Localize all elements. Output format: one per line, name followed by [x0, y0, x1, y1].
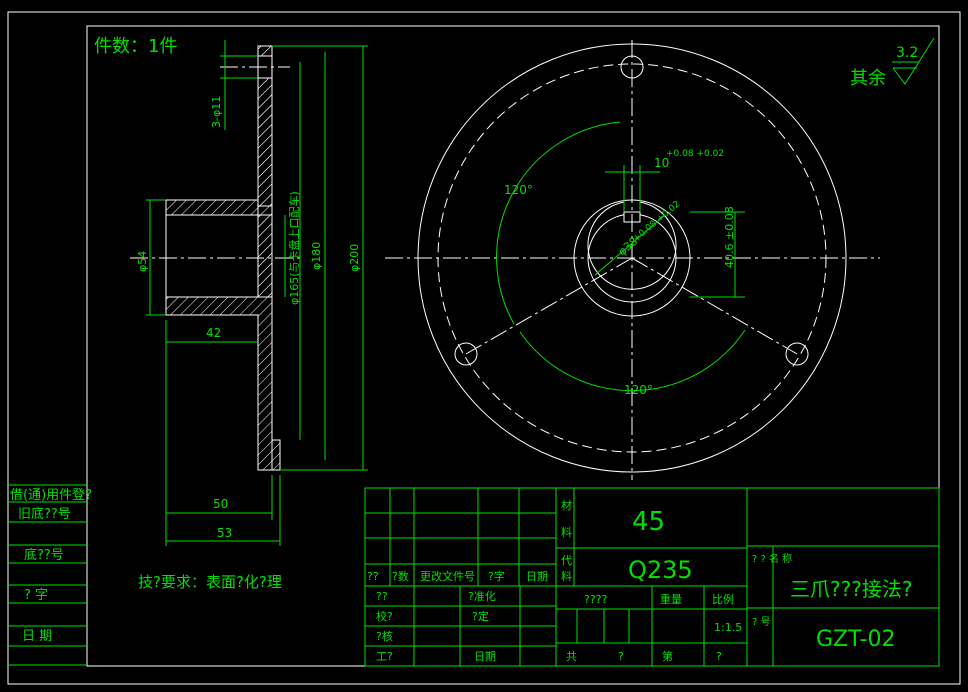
- design-label: ??: [376, 590, 388, 603]
- title-block: 材 料 45 代 料 Q235 ?? ?数 更改文件号 ?字 日期 ?? 校? …: [364, 487, 940, 667]
- dim-key-width: 10: [654, 156, 669, 170]
- check-label: 校?: [376, 609, 393, 623]
- material-value: 45: [632, 507, 665, 537]
- dim-len53: 53: [217, 526, 232, 540]
- part-name: 三爪???接法?: [790, 577, 912, 601]
- angle-b: 120°: [624, 383, 653, 397]
- roughness-rest-label: 其余: [850, 68, 886, 89]
- scale-label: 比例: [712, 592, 734, 606]
- dim-d165: φ165(与卡盘上口配车): [287, 191, 301, 305]
- side-block: 借(通)用件登? 旧底??号 底??号 ? 字 日 期: [8, 484, 92, 666]
- dim-d54: φ54: [136, 251, 149, 272]
- craft-label: 工?: [376, 650, 393, 663]
- side-label-borrowed: 借(通)用件登?: [10, 488, 92, 503]
- material-label-2: 料: [561, 525, 572, 539]
- rev-header-3: ?字: [488, 569, 505, 583]
- date-label: 日期: [474, 650, 496, 663]
- dim-d200: φ200: [348, 244, 361, 272]
- weight-label: 重量: [660, 592, 682, 606]
- section-view: φ54 3-φ11 φ165(与卡盘上口配车) φ180 φ200 42 50 …: [130, 40, 368, 546]
- dim-key-width-tol: +0.08 +0.02: [666, 149, 724, 159]
- side-label-old-drawing: 旧底??号: [18, 506, 71, 522]
- standardize-label: ?准化: [468, 589, 496, 603]
- quantity-note: 件数：1件: [94, 36, 177, 57]
- alt-value: Q235: [628, 556, 693, 584]
- scale-value: 1:1.5: [714, 621, 742, 634]
- material-label-1: 材: [561, 498, 572, 512]
- side-label-signature: ? 字: [24, 588, 48, 603]
- total-label: 共: [566, 650, 577, 663]
- alt-label-2: 料: [561, 569, 572, 583]
- alt-label-1: 代: [561, 554, 572, 567]
- outer-border: [7, 11, 961, 685]
- code-side-label: ? 号: [752, 616, 771, 628]
- review-label: ?核: [376, 629, 393, 643]
- roughness-symbol: 其余 3.2: [850, 37, 935, 89]
- dim-holes: 3-φ11: [210, 96, 223, 128]
- rev-header-2: 更改文件号: [420, 569, 475, 583]
- total-value: ?: [618, 650, 624, 663]
- tech-requirement: 技?要求：表面?化?理: [138, 573, 282, 591]
- stage-label: ????: [584, 593, 608, 606]
- front-view: 120° 120° 10 +0.08 +0.02 φ38 +0.08 +0.02…: [385, 40, 880, 480]
- dim-len42: 42: [206, 326, 221, 340]
- side-label-date: 日 期: [22, 629, 52, 644]
- dim-keyway-depth: 40.6 ±0.08: [723, 206, 736, 268]
- roughness-value: 3.2: [896, 45, 918, 61]
- rev-header-1: ?数: [392, 570, 409, 583]
- approve-label: ?定: [472, 609, 489, 623]
- dim-len50: 50: [213, 497, 228, 511]
- sheet-label: 第: [662, 649, 673, 663]
- side-label-drawing-no: 底??号: [24, 547, 64, 563]
- dim-d180: φ180: [310, 242, 323, 270]
- rev-header-4: 日期: [526, 570, 548, 583]
- sheet-value: ?: [716, 650, 722, 663]
- angle-a: 120°: [504, 183, 533, 197]
- part-code: GZT-02: [816, 627, 895, 652]
- rev-header-0: ??: [367, 570, 379, 583]
- name-side-label: ? ? 名 称: [752, 552, 792, 565]
